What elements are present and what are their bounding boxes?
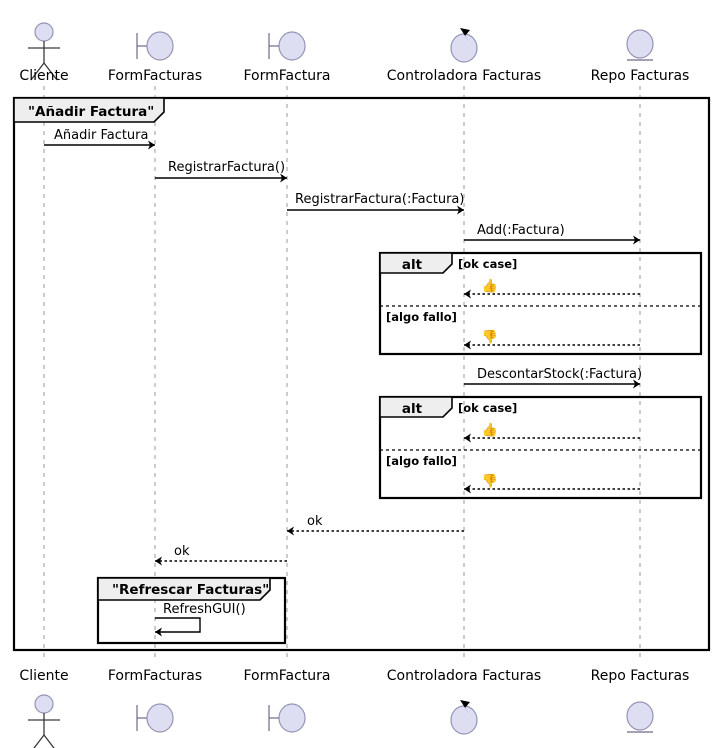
message-arrowhead <box>633 379 640 389</box>
message-arrowhead <box>464 340 471 350</box>
message-arrowhead <box>464 289 471 299</box>
frame-border <box>12 96 711 652</box>
message-label: Añadir Factura <box>54 128 149 143</box>
thumbs-up-icon: 👍 <box>482 278 498 294</box>
message-msg-alt2-ok-return: 👍 <box>464 422 640 443</box>
self-message-loop <box>155 617 201 633</box>
fragment-guard-1: [algo fallo] <box>386 454 457 468</box>
actor-leg-left-icon <box>33 734 45 748</box>
participant-label-bottom-formfacturas: FormFacturas <box>108 668 202 684</box>
boundary-icon-formfactura-top <box>268 31 306 61</box>
message-label: ok <box>174 544 190 559</box>
frame-title-tab <box>13 97 165 123</box>
message-msg-add-factura: Add(:Factura) <box>464 223 640 245</box>
actor-head-icon <box>34 22 54 42</box>
actor-leg-right-icon <box>43 734 55 748</box>
fragment-guard-1: [algo fallo] <box>386 310 457 324</box>
message-arrowhead <box>457 205 464 215</box>
message-msg-ok-to-formfacturas: ok <box>155 544 287 566</box>
self-message-arrowhead <box>155 627 162 637</box>
boundary-icon-formfactura-bottom <box>268 703 306 733</box>
boundary-circle-icon <box>146 703 174 733</box>
fragment-border <box>378 251 703 356</box>
fragment-border <box>378 395 703 500</box>
control-circle-icon <box>450 705 478 735</box>
message-arrowhead <box>148 140 155 150</box>
frame-title-text: "Refrescar Facturas" <box>112 582 269 598</box>
fragment-alt-add-factura: alt [ok case] [algo fallo] <box>378 251 703 356</box>
actor-icon-cliente-top <box>28 22 60 81</box>
control-icon-controladora-facturas-top <box>450 28 478 63</box>
participant-label-top-controladora-facturas: Controladora Facturas <box>387 68 541 84</box>
entity-icon-repo-facturas-top <box>626 29 654 61</box>
fragment-operator-label: alt <box>402 401 423 417</box>
control-arrow-icon <box>460 28 470 42</box>
participant-label-bottom-repo-facturas: Repo Facturas <box>591 668 690 684</box>
fragment-operator-label: alt <box>402 257 423 273</box>
boundary-circle-icon <box>146 31 174 61</box>
fragment-operator-tab <box>379 252 453 274</box>
entity-icon-repo-facturas-bottom <box>626 701 654 733</box>
control-icon-controladora-facturas-bottom <box>450 700 478 735</box>
thumbs-down-icon: 👎 <box>482 329 498 345</box>
actor-leg-right-icon <box>43 62 58 81</box>
participant-label-top-cliente: Cliente <box>19 68 68 84</box>
message-arrowhead <box>464 484 471 494</box>
message-label: DescontarStock(:Factura) <box>477 367 642 382</box>
entity-circle-icon <box>626 29 654 59</box>
frame-title-text: "Añadir Factura" <box>28 104 154 120</box>
boundary-circle-icon <box>278 31 306 61</box>
message-label: Add(:Factura) <box>477 223 565 238</box>
boundary-circle-icon <box>278 703 306 733</box>
boundary-icon-formfacturas-bottom <box>136 703 174 733</box>
message-label: RegistrarFactura() <box>168 160 285 175</box>
message-label: ok <box>307 514 323 529</box>
entity-circle-icon <box>626 701 654 731</box>
message-msg-ok-to-formfactura: ok <box>287 514 464 536</box>
message-msg-alt1-ok-return: 👍 <box>464 278 640 299</box>
message-arrowhead <box>633 235 640 245</box>
actor-leg-left-icon <box>30 62 45 81</box>
participant-label-top-formfactura: FormFactura <box>243 68 330 84</box>
participant-label-bottom-formfactura: FormFactura <box>243 668 330 684</box>
frame-title-tab <box>97 577 271 601</box>
thumbs-up-icon: 👍 <box>482 422 498 438</box>
message-arrowhead <box>287 526 294 536</box>
fragment-guard-0: [ok case] <box>458 401 517 415</box>
control-circle-icon <box>450 33 478 63</box>
message-arrowhead <box>280 173 287 183</box>
fragment-guard-0: [ok case] <box>458 257 517 271</box>
actor-head-icon <box>34 694 54 714</box>
fragment-operator-tab <box>379 396 453 418</box>
message-msg-registrar-factura-p: RegistrarFactura(:Factura) <box>287 192 464 215</box>
control-arrow-icon <box>460 700 470 714</box>
thumbs-down-icon: 👎 <box>482 473 498 489</box>
message-arrowhead <box>464 433 471 443</box>
participant-label-bottom-controladora-facturas: Controladora Facturas <box>387 668 541 684</box>
fragment-alt-descontar-stock: alt [ok case] [algo fallo] <box>378 395 703 500</box>
frame-frame-anadir-factura: "Añadir Factura" <box>12 96 711 652</box>
participant-label-top-formfacturas: FormFacturas <box>108 68 202 84</box>
actor-icon-cliente-bottom <box>28 694 60 748</box>
boundary-icon-formfacturas-top <box>136 31 174 61</box>
message-msg-alt1-fail-return: 👎 <box>464 329 640 350</box>
participant-label-top-repo-facturas: Repo Facturas <box>591 68 690 84</box>
message-msg-refresh-gui: RefreshGUI() <box>155 602 246 637</box>
message-label: RegistrarFactura(:Factura) <box>295 192 464 207</box>
participant-label-bottom-cliente: Cliente <box>19 668 68 684</box>
message-msg-anadir-factura: Añadir Factura <box>44 128 155 150</box>
message-msg-alt2-fail-return: 👎 <box>464 473 640 494</box>
self-message-label: RefreshGUI() <box>163 602 246 617</box>
message-msg-registrar-factura: RegistrarFactura() <box>155 160 287 183</box>
message-msg-descontar-stock: DescontarStock(:Factura) <box>464 367 642 389</box>
message-arrowhead <box>155 556 162 566</box>
frame-frame-refrescar-facturas: "Refrescar Facturas" <box>96 576 287 645</box>
